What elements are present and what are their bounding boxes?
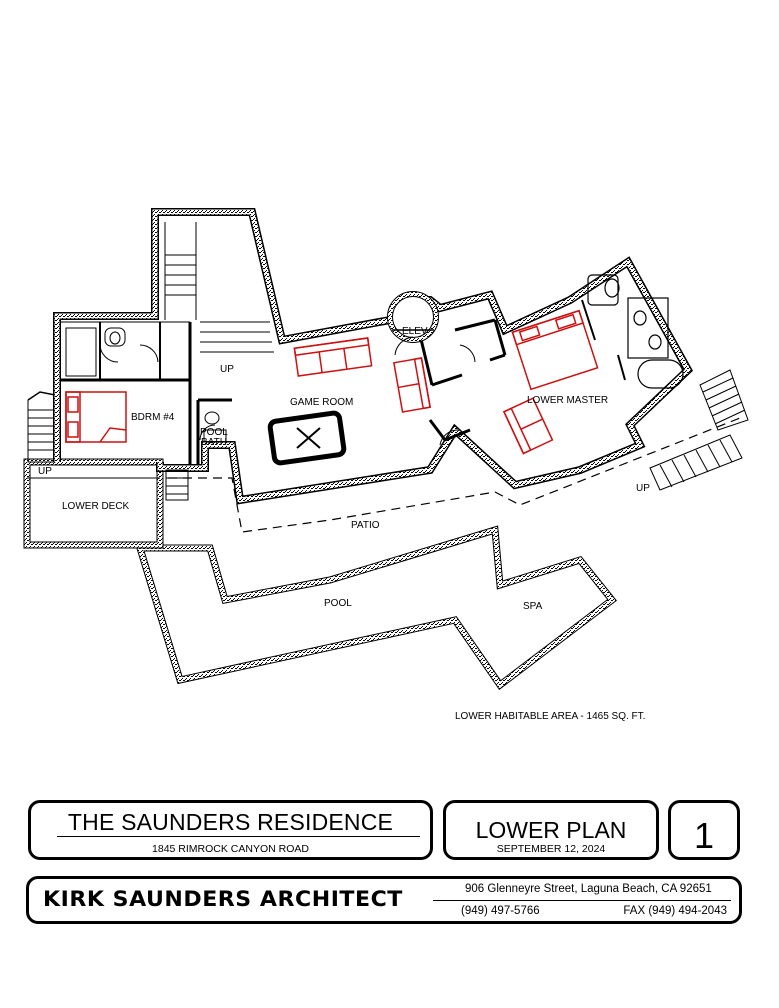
patio-dashed-edge [168, 417, 741, 533]
label-pool-bath-1: POOL [200, 427, 228, 438]
left-stair [27, 391, 56, 463]
sheet-date: SEPTEMBER 12, 2024 [496, 843, 606, 855]
project-address: 1845 RIMROCK CANYON ROAD [152, 843, 309, 855]
master-bed [511, 309, 599, 391]
area-note: LOWER HABITABLE AREA - 1465 SQ. FT. [455, 711, 645, 722]
label-lower-deck: LOWER DECK [62, 501, 130, 512]
elevator [387, 291, 439, 343]
right-stairs [649, 369, 749, 491]
room-labels: BDRM #4 GAME ROOM LOWER MASTER LOWER DEC… [38, 326, 650, 722]
project-name: THE SAUNDERS RESIDENCE [67, 809, 394, 835]
furniture [65, 309, 599, 455]
label-elev: ELEV [402, 326, 428, 337]
sheet-number: 1 [693, 815, 715, 856]
label-pool: POOL [324, 598, 352, 609]
label-bdrm4: BDRM #4 [131, 412, 175, 423]
game-room-sofa [293, 337, 373, 377]
master-chairs [502, 397, 554, 455]
label-up-left: UP [38, 466, 52, 477]
sheet-number-box: 1 [668, 800, 740, 860]
master-bath-fixtures [587, 274, 684, 389]
label-lower-master: LOWER MASTER [527, 395, 608, 406]
game-room-loveseat [393, 357, 431, 413]
deck-stair [165, 469, 189, 501]
bdrm4-bath-fixtures [65, 327, 227, 443]
sheet-title-box: LOWER PLAN SEPTEMBER 12, 2024 [443, 800, 659, 860]
firm-fax: FAX (949) 494-2043 [623, 905, 727, 917]
project-title-box: THE SAUNDERS RESIDENCE 1845 RIMROCK CANY… [28, 800, 433, 860]
bdrm4-bed [65, 391, 127, 443]
pool-outline [135, 525, 617, 690]
pool-table [267, 410, 347, 466]
lower-deck-outline [23, 458, 164, 549]
firm-street: 906 Glenneyre Street, Laguna Beach, CA 9… [465, 883, 712, 895]
title-rule [57, 836, 420, 837]
interior-walls [60, 222, 626, 465]
firm-rule [433, 900, 731, 901]
label-up-game: UP [220, 364, 234, 375]
firm-phone: (949) 497-5766 [461, 905, 540, 917]
sheet-title: LOWER PLAN [475, 817, 627, 843]
house-walls-draw [53, 208, 694, 505]
firm-name: KIRK SAUNDERS ARCHITECT [43, 887, 403, 911]
label-patio: PATIO [351, 520, 380, 531]
label-game-room: GAME ROOM [290, 397, 353, 408]
label-up-right: UP [636, 483, 650, 494]
door-swings [99, 336, 476, 446]
firm-box: KIRK SAUNDERS ARCHITECT 906 Glenneyre St… [26, 876, 742, 924]
label-spa: SPA [523, 601, 543, 612]
label-pool-bath-2: BATH [201, 437, 227, 448]
